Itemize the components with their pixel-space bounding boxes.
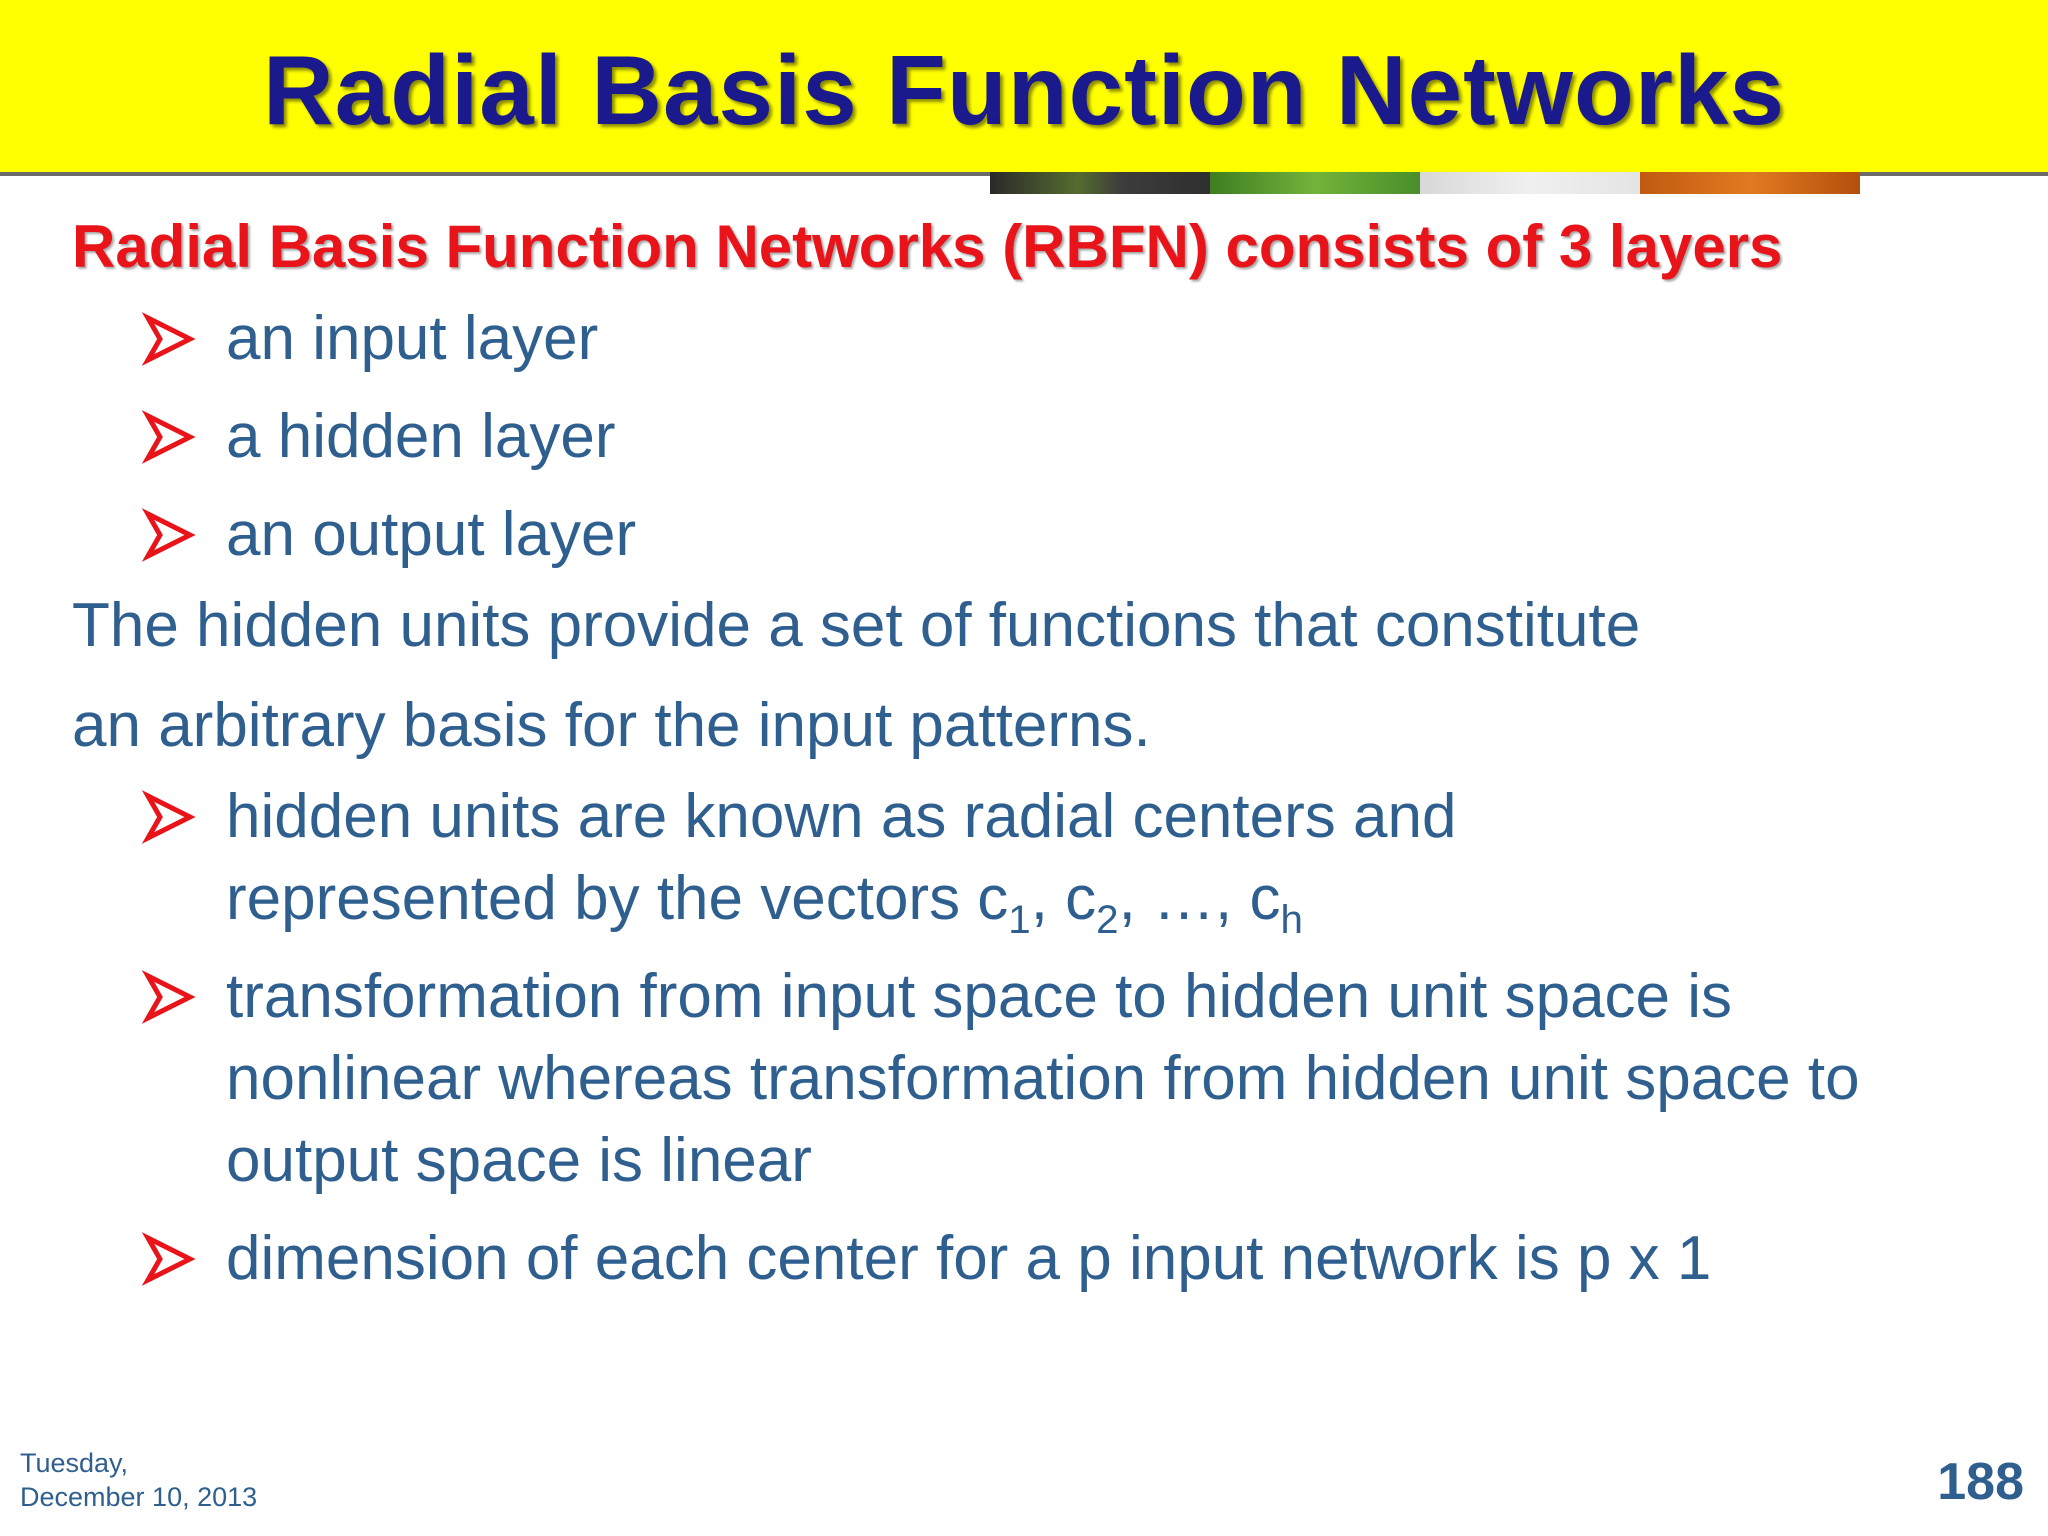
header-photo-strip [1210,172,1420,194]
slide-title: Radial Basis Function Networks [262,35,1786,145]
arrow-bullet-icon [142,410,196,464]
title-bar: Radial Basis Function Networks [0,0,2048,176]
arrow-bullet-icon [142,790,196,844]
layer-item-text: an input layer [226,304,599,373]
point-text: dimension of each center for a p input n… [226,1224,1712,1293]
list-item: hidden units are known as radial centers… [72,776,1992,940]
header-photo-strip [1640,172,1860,194]
arrow-bullet-icon [142,1232,196,1286]
arrow-bullet-icon [142,312,196,366]
slide-body: Radial Basis Function Networks (RBFN) co… [72,206,1992,1300]
header-photo-strip [990,172,1210,194]
header-photo-strip [1420,172,1640,194]
list-item: a hidden layer [72,396,1992,478]
slide-heading: Radial Basis Function Networks (RBFN) co… [72,213,1783,280]
list-item: dimension of each center for a p input n… [72,1218,1992,1300]
footer-date: Tuesday, December 10, 2013 [20,1448,258,1512]
point-text: transformation from input space to hidde… [226,962,1860,1195]
layer-item-text: a hidden layer [226,402,616,471]
point-text: hidden units are known as radial centers… [226,782,1457,943]
list-item: an input layer [72,298,1992,380]
list-item: an output layer [72,494,1992,576]
arrow-bullet-icon [142,970,196,1024]
layer-item-text: an output layer [226,500,637,569]
paragraph-line: The hidden units provide a set of functi… [72,591,1641,660]
paragraph-line: an arbitrary basis for the input pattern… [72,691,1151,760]
list-item: transformation from input space to hidde… [72,956,1992,1202]
arrow-bullet-icon [142,508,196,562]
page-number: 188 [1937,1453,2024,1511]
